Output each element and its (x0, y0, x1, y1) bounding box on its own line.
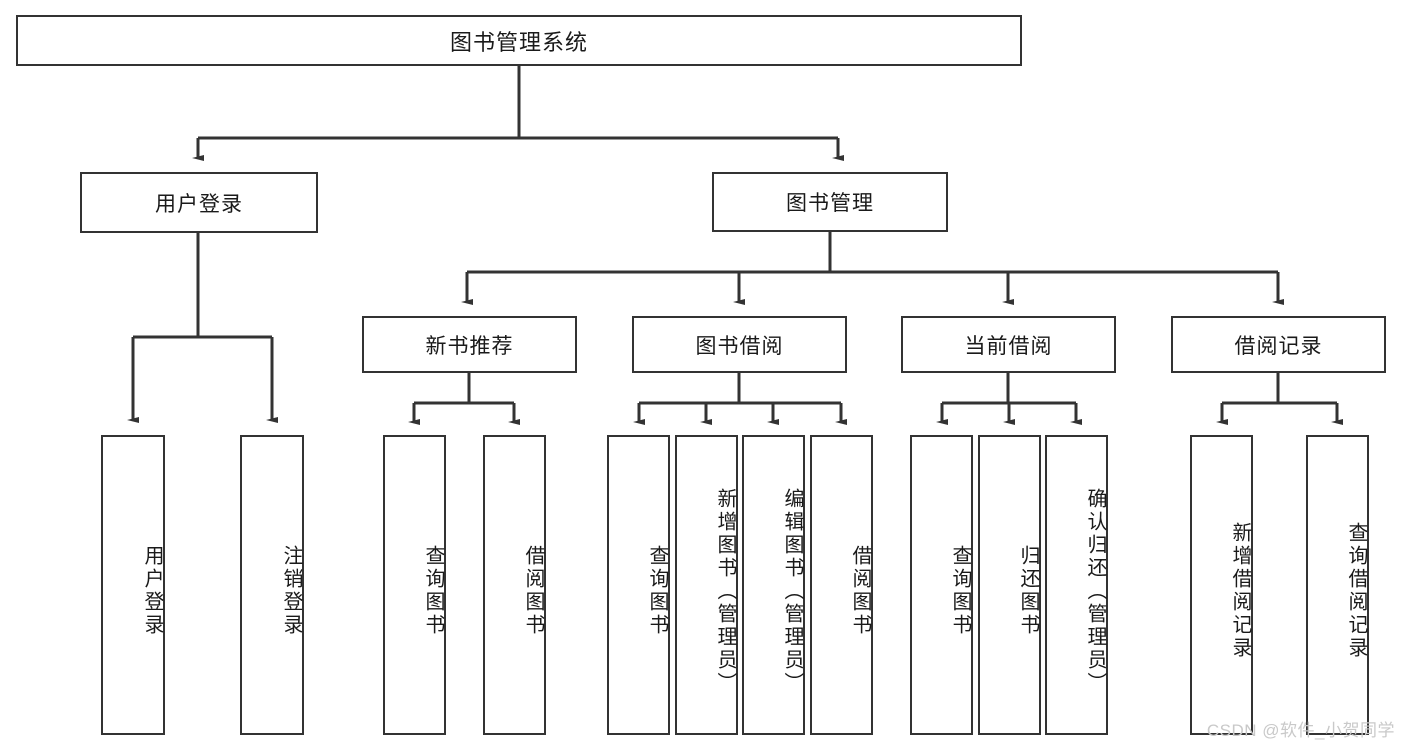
node-new-book-recommend[interactable]: 新书推荐 (362, 316, 577, 373)
leaf-label: 新增借阅记录 (1229, 522, 1251, 660)
leaf-query-borrow-record[interactable]: 查询借阅记录 (1306, 435, 1369, 735)
leaf-edit-book-admin[interactable]: 编辑图书（管理员） (742, 435, 805, 735)
leaf-label: 借阅图书 (849, 545, 871, 637)
leaf-query-book-recommend[interactable]: 查询图书 (383, 435, 446, 735)
leaf-borrow-book[interactable]: 借阅图书 (810, 435, 873, 735)
leaf-label: 查询借阅记录 (1345, 522, 1367, 660)
leaf-confirm-return-admin[interactable]: 确认归还（管理员） (1045, 435, 1108, 735)
node-current-borrow[interactable]: 当前借阅 (901, 316, 1116, 373)
leaf-label: 用户登录 (141, 545, 163, 637)
leaf-return-book[interactable]: 归还图书 (978, 435, 1041, 735)
node-book-borrow[interactable]: 图书借阅 (632, 316, 847, 373)
leaf-logout-login[interactable]: 注销登录 (240, 435, 304, 735)
leaf-query-book-current[interactable]: 查询图书 (910, 435, 973, 735)
leaf-label: 编辑图书（管理员） (781, 487, 803, 695)
leaf-borrow-book-recommend[interactable]: 借阅图书 (483, 435, 546, 735)
leaf-query-book-borrow[interactable]: 查询图书 (607, 435, 670, 735)
node-user-login[interactable]: 用户登录 (80, 172, 318, 233)
leaf-label: 查询图书 (422, 545, 444, 637)
leaf-label: 查询图书 (949, 545, 971, 637)
leaf-label: 借阅图书 (522, 545, 544, 637)
node-book-management[interactable]: 图书管理 (712, 172, 948, 232)
leaf-label: 注销登录 (280, 545, 302, 637)
leaf-label: 新增图书（管理员） (714, 487, 736, 695)
leaf-add-book-admin[interactable]: 新增图书（管理员） (675, 435, 738, 735)
node-borrow-record[interactable]: 借阅记录 (1171, 316, 1386, 373)
leaf-label: 归还图书 (1017, 545, 1039, 637)
leaf-label: 查询图书 (646, 545, 668, 637)
leaf-user-login[interactable]: 用户登录 (101, 435, 165, 735)
csdn-watermark: CSDN @软件_小贺同学 (1206, 721, 1395, 740)
leaf-label: 确认归还（管理员） (1084, 487, 1106, 695)
leaf-add-borrow-record[interactable]: 新增借阅记录 (1190, 435, 1253, 735)
node-root-book-management-system[interactable]: 图书管理系统 (16, 15, 1022, 66)
